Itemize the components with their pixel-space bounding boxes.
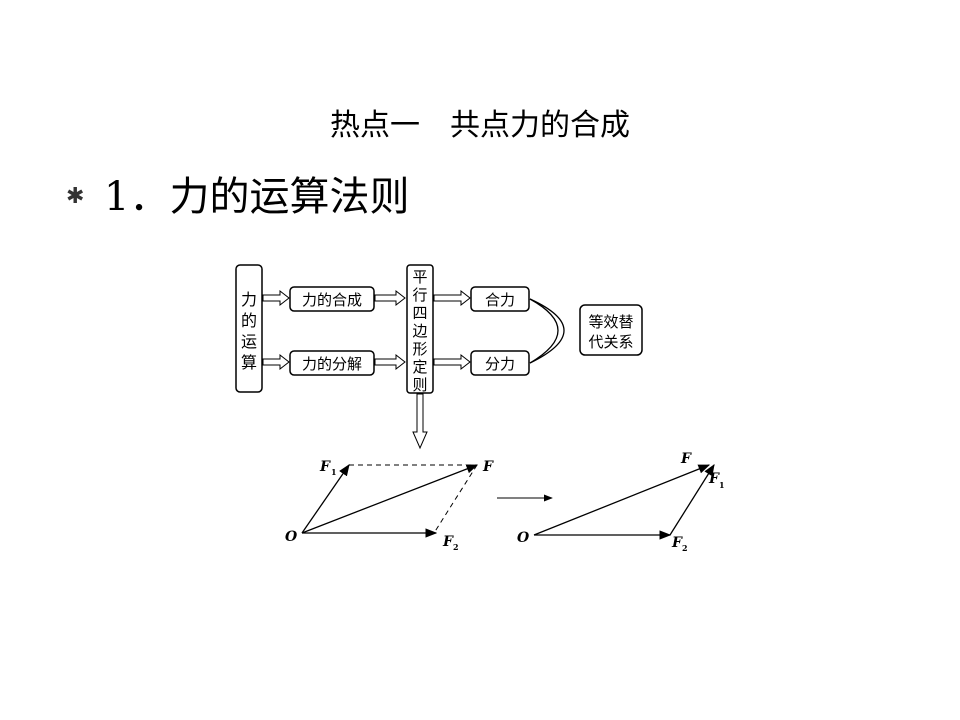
rule-char: 四 <box>412 304 427 322</box>
component-box <box>470 350 530 376</box>
rule-char: 边 <box>412 322 427 340</box>
bullet-icon: ✱ <box>66 184 85 209</box>
f1-subscript: 1 <box>719 480 725 490</box>
section-heading: 1．力的运算法则 <box>104 164 409 222</box>
equivalence-line2: 代关系 <box>588 333 633 351</box>
heading-text: 力的运算法则 <box>169 174 410 220</box>
equivalence-box <box>579 304 643 356</box>
composition-box <box>289 286 375 312</box>
equivalence-line1: 等效替 <box>588 313 633 331</box>
equivalence-bracket <box>529 298 559 364</box>
component-label: 分力 <box>485 355 515 373</box>
rule-char: 行 <box>412 286 427 304</box>
vector-f <box>533 464 711 536</box>
f1-label: F <box>319 459 331 475</box>
f-label: F <box>680 451 692 467</box>
triangle-labels: O F F 1 F 2 <box>517 451 725 553</box>
vector-f <box>301 464 479 534</box>
f1-subscript: 1 <box>331 467 337 477</box>
operation-char: 的 <box>241 311 257 330</box>
decomposition-box <box>289 350 375 376</box>
f2-label: F <box>671 535 683 551</box>
hollow-arrow-icon <box>433 353 471 371</box>
resultant-label: 合力 <box>485 291 515 309</box>
vector-f1 <box>301 464 350 534</box>
resultant-box <box>470 286 530 312</box>
hollow-arrow-icon <box>374 353 406 371</box>
heading-number: 1． <box>104 174 170 220</box>
f2-subscript: 2 <box>682 543 688 553</box>
operation-box <box>235 264 263 393</box>
decomposition-label: 力的分解 <box>302 355 362 373</box>
vector-f1 <box>669 464 715 536</box>
hollow-arrow-icon <box>262 289 290 307</box>
rule-char: 则 <box>412 376 427 394</box>
operation-char: 运 <box>241 332 257 351</box>
flowchart: 力 的 运 算 力的合成 力的分解 平 行 四 边 形 定 则 <box>235 264 643 450</box>
slide-title: 热点一 共点力的合成 <box>330 108 630 143</box>
hollow-arrow-icon <box>262 353 290 371</box>
parallelogram-labels: O F 1 F F 2 <box>285 459 494 552</box>
rule-char: 形 <box>412 340 427 358</box>
composition-label: 力的合成 <box>302 291 362 309</box>
f-label: F <box>482 459 494 475</box>
rule-char: 定 <box>412 358 427 376</box>
down-arrow-icon <box>412 393 428 450</box>
rule-char: 平 <box>412 268 427 286</box>
f2-subscript: 2 <box>453 542 459 552</box>
operation-char: 算 <box>241 353 257 372</box>
parallelogram-diagram <box>301 464 479 538</box>
f2-label: F <box>442 534 454 550</box>
hollow-arrow-icon <box>433 289 471 307</box>
parallelogram-rule-box <box>406 264 434 394</box>
origin-label: O <box>285 529 298 545</box>
triangle-diagram <box>533 464 715 540</box>
f1-label: F <box>708 471 720 487</box>
operation-char: 力 <box>241 290 257 309</box>
origin-label: O <box>517 530 530 546</box>
dashed-edge <box>433 464 478 534</box>
hollow-arrow-icon <box>374 289 406 307</box>
equivalence-bracket <box>529 298 565 364</box>
